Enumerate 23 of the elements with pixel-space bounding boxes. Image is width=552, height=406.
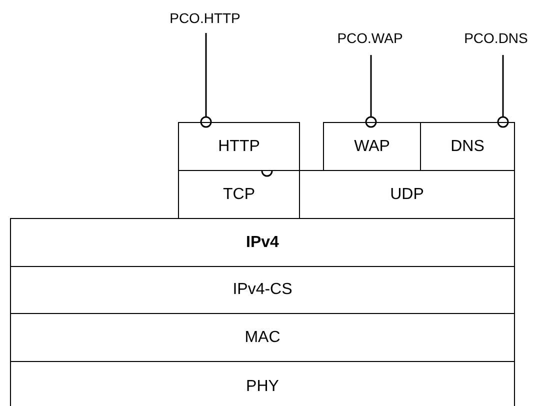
layer-label: HTTP xyxy=(218,138,260,156)
protocol-layer-box xyxy=(420,122,515,171)
protocol-layer-box xyxy=(10,361,515,406)
layer-label: PHY xyxy=(246,378,279,396)
layer-label: IPv4 xyxy=(246,234,279,252)
layer-label: WAP xyxy=(354,138,390,156)
access-point-label: PCO.WAP xyxy=(337,30,403,46)
protocol-layer-box xyxy=(178,122,300,171)
protocol-layer-box xyxy=(299,170,515,219)
access-point-connector xyxy=(497,55,509,128)
protocol-layer-box xyxy=(323,122,421,171)
layer-label: DNS xyxy=(450,138,484,156)
access-point-connector xyxy=(365,55,377,128)
protocol-layer-box xyxy=(10,313,515,362)
protocol-layer-box xyxy=(10,218,515,267)
access-point-label: PCO.HTTP xyxy=(170,10,240,26)
layer-label: MAC xyxy=(244,328,280,346)
layer-label: IPv4-CS xyxy=(232,281,292,299)
access-point-label: PCO.DNS xyxy=(464,30,528,46)
layer-label: TCP xyxy=(223,186,255,204)
access-point-connector xyxy=(200,33,212,128)
protocol-layer-box xyxy=(10,266,515,314)
layer-label: UDP xyxy=(390,186,424,204)
